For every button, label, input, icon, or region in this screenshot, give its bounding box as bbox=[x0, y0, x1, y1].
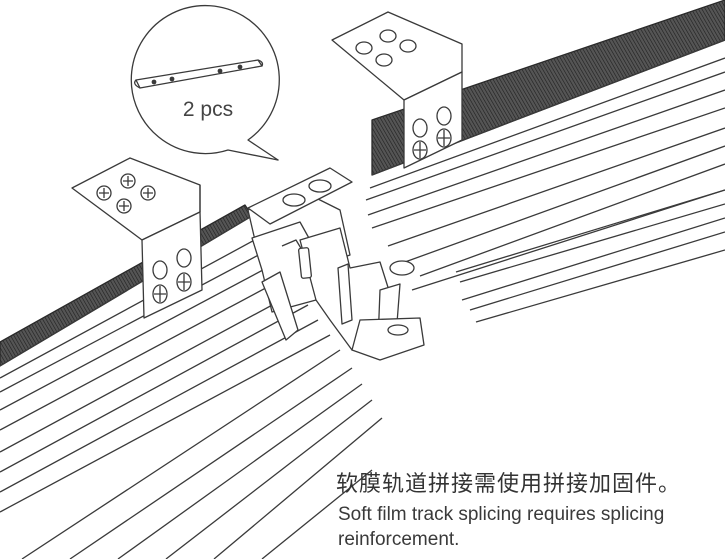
track-joint bbox=[247, 189, 425, 361]
flat-reinforcement-plate bbox=[247, 167, 353, 225]
caption-english: Soft film track splicing requires splici… bbox=[338, 504, 665, 550]
l-bracket-left bbox=[71, 157, 203, 319]
callout-bubble bbox=[130, 4, 280, 161]
caption-chinese: 软膜轨道拼接需使用拼接加固件。 bbox=[336, 472, 682, 497]
l-bracket-right bbox=[331, 11, 463, 169]
quantity-label: 2 pcs bbox=[182, 98, 234, 121]
splice-plate-icon bbox=[134, 59, 264, 89]
